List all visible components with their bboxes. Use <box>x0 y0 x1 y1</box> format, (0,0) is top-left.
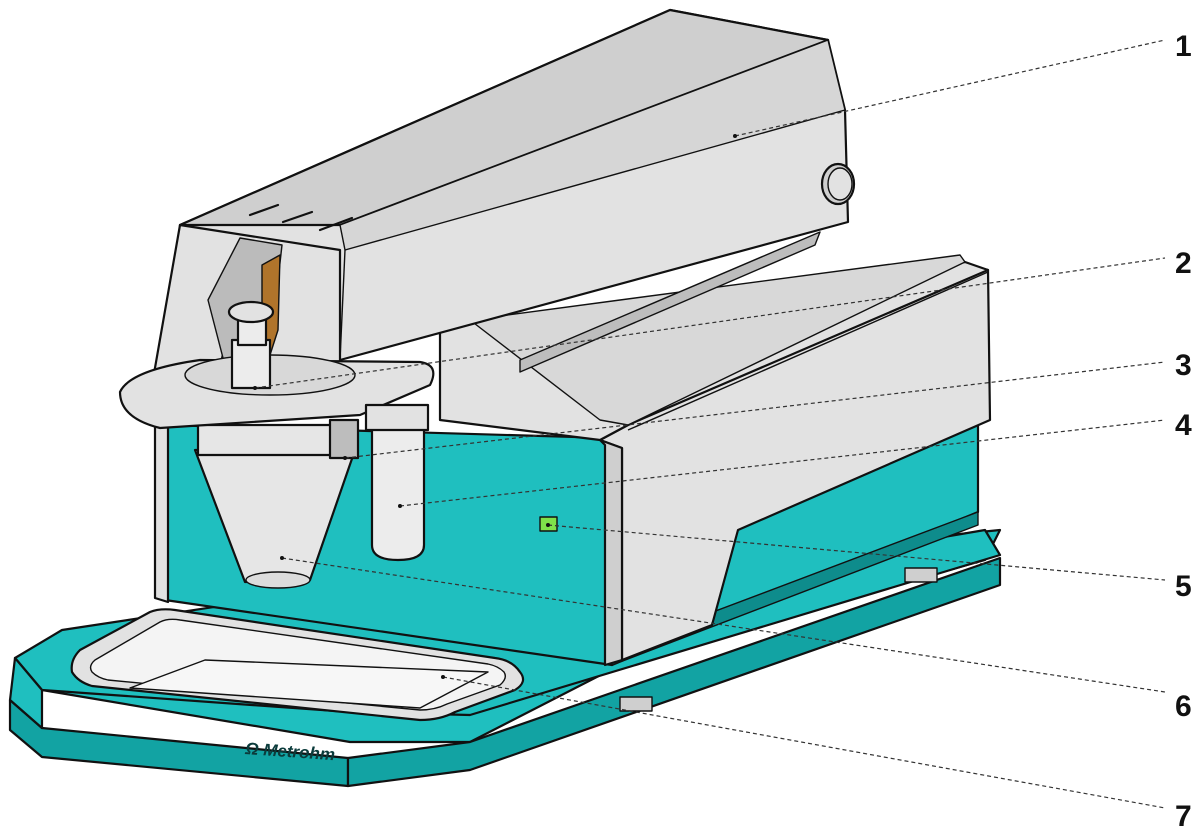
clamp <box>328 418 360 460</box>
callout-number-1: 1 <box>1175 30 1192 63</box>
callout-number-6: 6 <box>1175 690 1192 723</box>
callouts: 1 2 3 4 5 6 7 <box>253 30 1192 832</box>
callout-number-3: 3 <box>1175 349 1192 382</box>
callout-5: 5 <box>546 523 1192 603</box>
callout-4: 4 <box>398 409 1192 508</box>
callout-3: 3 <box>343 349 1192 460</box>
drip-tray <box>70 608 525 722</box>
callout-2: 2 <box>253 247 1192 390</box>
callout-1: 1 <box>733 30 1192 138</box>
callout-number-4: 4 <box>1175 409 1192 442</box>
callout-7: 7 <box>441 675 1192 832</box>
sample-tube <box>370 418 426 562</box>
callout-6: 6 <box>280 556 1192 723</box>
sample-holder <box>118 300 435 589</box>
electrode <box>230 338 272 390</box>
callout-number-2: 2 <box>1175 247 1192 280</box>
callout-number-7: 7 <box>1175 800 1192 832</box>
callout-number-5: 5 <box>1175 570 1192 603</box>
